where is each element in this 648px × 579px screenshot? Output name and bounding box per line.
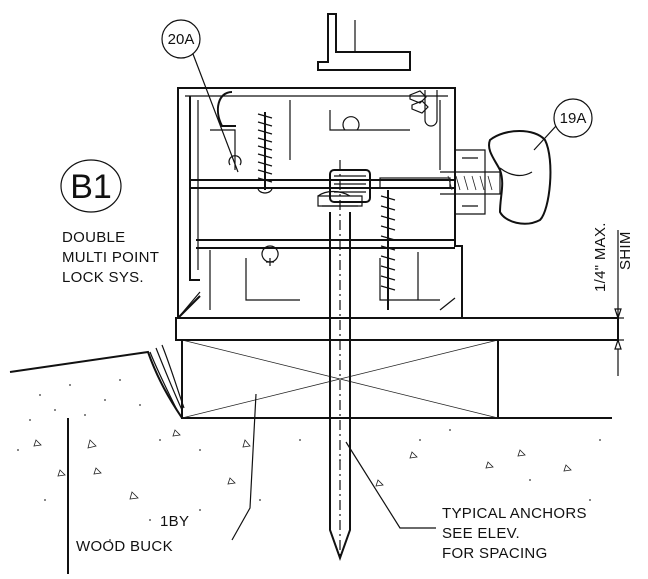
detail-note-line-1: DOUBLE [62, 229, 126, 246]
anchor-label-line-1: TYPICAL ANCHORS [442, 505, 587, 522]
detail-note-line-2: MULTI POINT [62, 249, 159, 266]
typical-anchor [317, 160, 363, 561]
anchor-leader [345, 441, 436, 529]
callout-20a [161, 19, 239, 173]
detail-id-badge [60, 159, 122, 213]
detail-note-line-3: LOCK SYS. [62, 269, 144, 286]
anchor-label-line-2: SEE ELEV. [442, 525, 520, 542]
callout-19a [533, 98, 593, 151]
shim [175, 317, 619, 341]
buck-leader [231, 393, 257, 541]
buck-label-line-1: 1BY [160, 513, 189, 530]
dimension-label: 1/4" MAX. [592, 222, 609, 292]
detail-id: B1 [70, 168, 112, 206]
buck-label-line-2: WOOD BUCK [76, 538, 173, 555]
shim-label: SHIM [617, 231, 634, 270]
frame-screws [257, 112, 396, 310]
callout-19a-label: 19A [560, 110, 587, 127]
frame-profile [177, 13, 501, 319]
lock-handle [455, 130, 552, 225]
anchor-label-line-3: FOR SPACING [442, 545, 548, 562]
callout-20a-label: 20A [168, 31, 195, 48]
dimension-shim [612, 230, 624, 376]
